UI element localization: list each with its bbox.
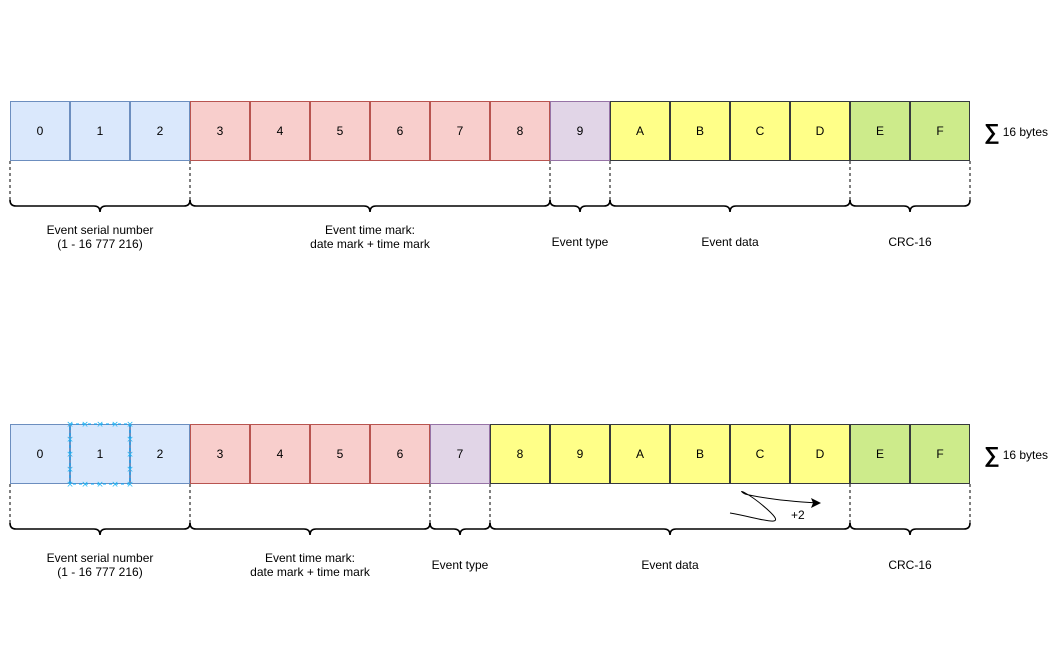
total-size-label: 16 bytes <box>1002 448 1049 462</box>
byte-cell-bottom-6: 6 <box>370 424 430 484</box>
selection-handle-icon[interactable]: × <box>126 465 134 475</box>
selection-handle-icon[interactable]: × <box>126 450 134 460</box>
byte-cell-bottom-A: A <box>610 424 670 484</box>
selection-handle-icon[interactable]: × <box>66 450 74 460</box>
total-size-label: 16 bytes <box>1002 125 1049 139</box>
byte-cell-bottom-4: 4 <box>250 424 310 484</box>
selection-handle-icon[interactable]: × <box>66 420 74 430</box>
field-label: Event type <box>431 558 489 572</box>
byte-cell-top-5: 5 <box>310 101 370 161</box>
field-label: CRC-16 <box>888 558 932 572</box>
field-brace <box>849 522 971 536</box>
byte-cell-bottom-5: 5 <box>310 424 370 484</box>
field-label: Event serial number (1 - 16 777 216) <box>46 551 154 579</box>
field-brace <box>849 199 971 213</box>
field-brace <box>489 522 851 536</box>
field-label: Event data <box>701 235 759 249</box>
selection-handle-icon[interactable]: × <box>126 435 134 445</box>
total-size-indicator: ∑16 bytes <box>984 119 1049 144</box>
byte-cell-bottom-D: D <box>790 424 850 484</box>
byte-cell-top-4: 4 <box>250 101 310 161</box>
byte-cell-top-2: 2 <box>130 101 190 161</box>
byte-cell-bottom-E: E <box>850 424 910 484</box>
field-brace <box>609 199 851 213</box>
byte-cell-top-B: B <box>670 101 730 161</box>
byte-cell-top-F: F <box>910 101 970 161</box>
byte-cell-top-8: 8 <box>490 101 550 161</box>
byte-cell-bottom-F: F <box>910 424 970 484</box>
field-brace <box>549 199 611 213</box>
field-label: Event serial number (1 - 16 777 216) <box>46 223 154 251</box>
byte-cell-top-3: 3 <box>190 101 250 161</box>
selection-handle-icon[interactable]: × <box>126 480 134 490</box>
byte-cell-bottom-B: B <box>670 424 730 484</box>
field-label: Event data <box>641 558 699 572</box>
byte-cell-top-D: D <box>790 101 850 161</box>
selection-handle-icon[interactable]: × <box>111 480 119 490</box>
selection-handle-icon[interactable]: × <box>126 420 134 430</box>
field-label: CRC-16 <box>888 235 932 249</box>
byte-cell-top-E: E <box>850 101 910 161</box>
field-label: Event time mark: date mark + time mark <box>310 223 430 251</box>
total-size-indicator: ∑16 bytes <box>984 442 1049 467</box>
byte-cell-top-1: 1 <box>70 101 130 161</box>
selection-handle-icon[interactable]: × <box>96 420 104 430</box>
selection-handle-icon[interactable]: × <box>66 435 74 445</box>
shift-arrow <box>729 490 819 522</box>
byte-cell-top-A: A <box>610 101 670 161</box>
field-brace <box>9 199 191 213</box>
field-label: Event time mark: date mark + time mark <box>250 551 370 579</box>
selection-outline[interactable] <box>69 423 131 485</box>
byte-cell-bottom-9: 9 <box>550 424 610 484</box>
sum-icon: ∑ <box>984 442 1000 467</box>
field-brace <box>189 199 551 213</box>
byte-cell-bottom-8: 8 <box>490 424 550 484</box>
byte-cell-top-C: C <box>730 101 790 161</box>
selection-handle-icon[interactable]: × <box>66 480 74 490</box>
byte-cell-bottom-C: C <box>730 424 790 484</box>
byte-cell-top-0: 0 <box>10 101 70 161</box>
byte-cell-bottom-7: 7 <box>430 424 490 484</box>
byte-cell-top-6: 6 <box>370 101 430 161</box>
selection-handle-icon[interactable]: × <box>96 480 104 490</box>
field-brace <box>9 522 191 536</box>
selection-handle-icon[interactable]: × <box>66 465 74 475</box>
sum-icon: ∑ <box>984 119 1000 144</box>
selection-handle-icon[interactable]: × <box>81 420 89 430</box>
byte-cell-bottom-3: 3 <box>190 424 250 484</box>
byte-cell-bottom-1: 1 <box>70 424 130 484</box>
byte-cell-bottom-0: 0 <box>10 424 70 484</box>
shift-note: +2 <box>791 508 805 522</box>
field-brace <box>429 522 491 536</box>
shift-arrow-head <box>811 498 821 508</box>
field-label: Event type <box>551 235 609 249</box>
byte-cell-top-7: 7 <box>430 101 490 161</box>
byte-cell-top-9: 9 <box>550 101 610 161</box>
selection-handle-icon[interactable]: × <box>111 420 119 430</box>
selection-handle-icon[interactable]: × <box>81 480 89 490</box>
field-brace <box>189 522 431 536</box>
